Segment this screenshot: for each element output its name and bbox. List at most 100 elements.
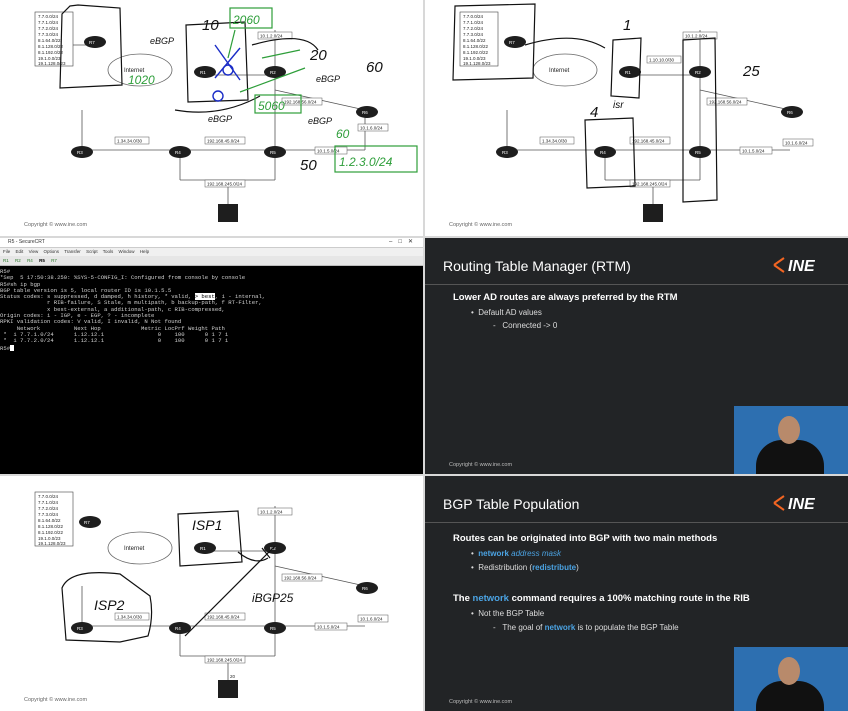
net-item: 7.7.1.0/24 [38,20,59,25]
menu-item-help[interactable]: Help [139,249,150,254]
session-tabs: R1 R2 R4 R5 R7 [0,256,423,266]
tab-r7[interactable]: R7 [51,258,57,263]
cursor [10,344,15,351]
router-icon: R6 [781,106,803,118]
router-icon: R7 [504,36,526,48]
svg-text:R4: R4 [175,626,181,631]
bullet-primary: Lower AD routes are always preferred by … [453,292,678,303]
internet-label: Internet [124,546,145,552]
net-item: 7.7.3.0/24 [463,32,484,37]
svg-text:R1: R1 [625,70,631,75]
bullet-secondary: • Default AD values [471,308,542,317]
asn-annotation: 60 [366,59,383,76]
asn-annotation: 2060 [232,13,260,27]
svg-text:R2: R2 [695,70,701,75]
router-icon: R4 [169,146,191,158]
subnet-label: 1.34.34.0/30 [117,615,143,620]
securecrt-window: R5 - SecureCRT –□✕ File Edit View Option… [0,238,423,474]
menu-item-view[interactable]: View [28,249,39,254]
menu-item-edit[interactable]: Edit [15,249,24,254]
highlight: > best [194,293,215,301]
subnet-label: 10.1.6.0/24 [785,141,808,146]
router-icon: R7 [84,36,106,48]
copyright: Copyright © www.ine.com [449,222,513,228]
router-icon: R6 [356,106,378,118]
horizontal-divider [0,236,848,238]
net-item: 7.7.2.0/24 [38,506,59,511]
subnet-label: 192.168.56.0/24 [284,576,317,581]
slide-title: Routing Table Manager (RTM) [443,258,631,274]
switch-icon [218,204,238,222]
terminal-line: Origin codes: i - IGP, e - EGP, ? - inco… [0,312,155,320]
net-item: 19.1.128.0/23 [463,61,491,66]
svg-text:R3: R3 [502,150,508,155]
tab-r2[interactable]: R2 [15,258,21,263]
net-item: 7.7.2.0/24 [463,26,484,31]
subnet-label: 192.168.45.0/24 [632,139,665,144]
subnet-label: 10.1.5.0/24 [742,149,765,154]
svg-text:R6: R6 [787,110,793,115]
router-icon: R5 [264,622,286,634]
menu-item-file[interactable]: File [3,249,11,254]
subnet-label: 192.168.45.0/24 [207,139,240,144]
presenter-body [756,681,824,711]
svg-text:R5: R5 [270,150,276,155]
topology-panel-annotated: 7.7.0.0/24 7.7.1.0/24 7.7.2.0/24 7.7.3.0… [0,0,423,236]
menu-item-window[interactable]: Window [118,249,135,254]
ebgp-label: eBGP [316,74,340,84]
asn-annotation: 60 [336,127,350,141]
net-item: 8.1.64.0/22 [463,38,486,43]
terminal-output[interactable]: R5# *Sep 5 17:50:38.250: %SYS-5-CONFIG_I… [0,266,423,474]
terminal-line: * i 7.7.1.0/24 1.12.12.1 0 100 0 1 7 i [0,330,229,338]
router-icon: R3 [71,146,93,158]
isp-annotation: ISP1 [192,517,222,533]
asn-annotation: 1020 [128,73,155,87]
menu-item-options[interactable]: Options [43,249,60,254]
window-titlebar: R5 - SecureCRT –□✕ [0,238,423,248]
ibgp-annotation: iBGP25 [252,591,294,605]
net-item: 8.1.64.0/22 [38,38,61,43]
svg-text:R2: R2 [270,70,276,75]
bullet-secondary: • Not the BGP Table [471,609,545,618]
internet-label: Internet [124,68,145,74]
bullet-primary: Routes can be originated into BGP with t… [453,533,718,544]
net-item: 8.1.192.0/22 [38,530,64,535]
router-icon: R5 [264,146,286,158]
menu-item-script[interactable]: Script [86,249,98,254]
asn-annotation: 10 [202,17,219,34]
router-icon: R2 [689,66,711,78]
net-item: 7.7.3.0/24 [38,512,59,517]
window-title: R5 - SecureCRT [8,239,45,245]
menu-item-transfer[interactable]: Transfer [64,249,81,254]
bullet-secondary: • Redistribution (redistribute) [471,563,579,572]
ebgp-label: eBGP [208,114,232,124]
svg-text:R7: R7 [89,40,95,45]
slide-title: BGP Table Population [443,496,580,512]
net-item: 19.1.128.0/23 [38,61,66,66]
net-item: 19.1.128.0/23 [38,541,66,546]
presenter-body [756,440,824,474]
router-icon: R7 [79,516,101,528]
window-controls[interactable]: –□✕ [389,239,419,245]
ebgp-label: eBGP [150,36,174,46]
subnet-label: 192.168.245.0/24 [207,658,243,663]
net-item: 7.7.0.0/24 [38,494,59,499]
subnet-label: 192.168.245.0/24 [207,182,243,187]
copyright: Copyright © www.ine.com [24,697,88,703]
svg-text:R3: R3 [77,150,83,155]
router-icon: R1 [194,542,216,554]
subnet-label: 10.1.6.0/24 [360,126,383,131]
svg-text:R4: R4 [600,150,606,155]
bullet-tertiary: - Connected -> 0 [493,321,558,330]
topology-diagram: 7.7.0.0/24 7.7.1.0/24 7.7.2.0/24 7.7.3.0… [452,3,814,222]
tab-r1[interactable]: R1 [3,258,9,263]
topology-diagram: 7.7.0.0/24 7.7.1.0/24 7.7.2.0/24 7.7.3.0… [34,491,389,698]
svg-text:INE: INE [788,258,816,275]
asn-annotation: isr [613,100,624,111]
switch-port-label: 20 [230,674,236,679]
tab-r4[interactable]: R4 [27,258,33,263]
menu-item-tools[interactable]: Tools [102,249,114,254]
subnet-label: 192.168.56.0/24 [709,100,742,105]
tab-r5[interactable]: R5 [39,258,45,263]
subnet-label: 10.1.2.0/24 [260,510,283,515]
